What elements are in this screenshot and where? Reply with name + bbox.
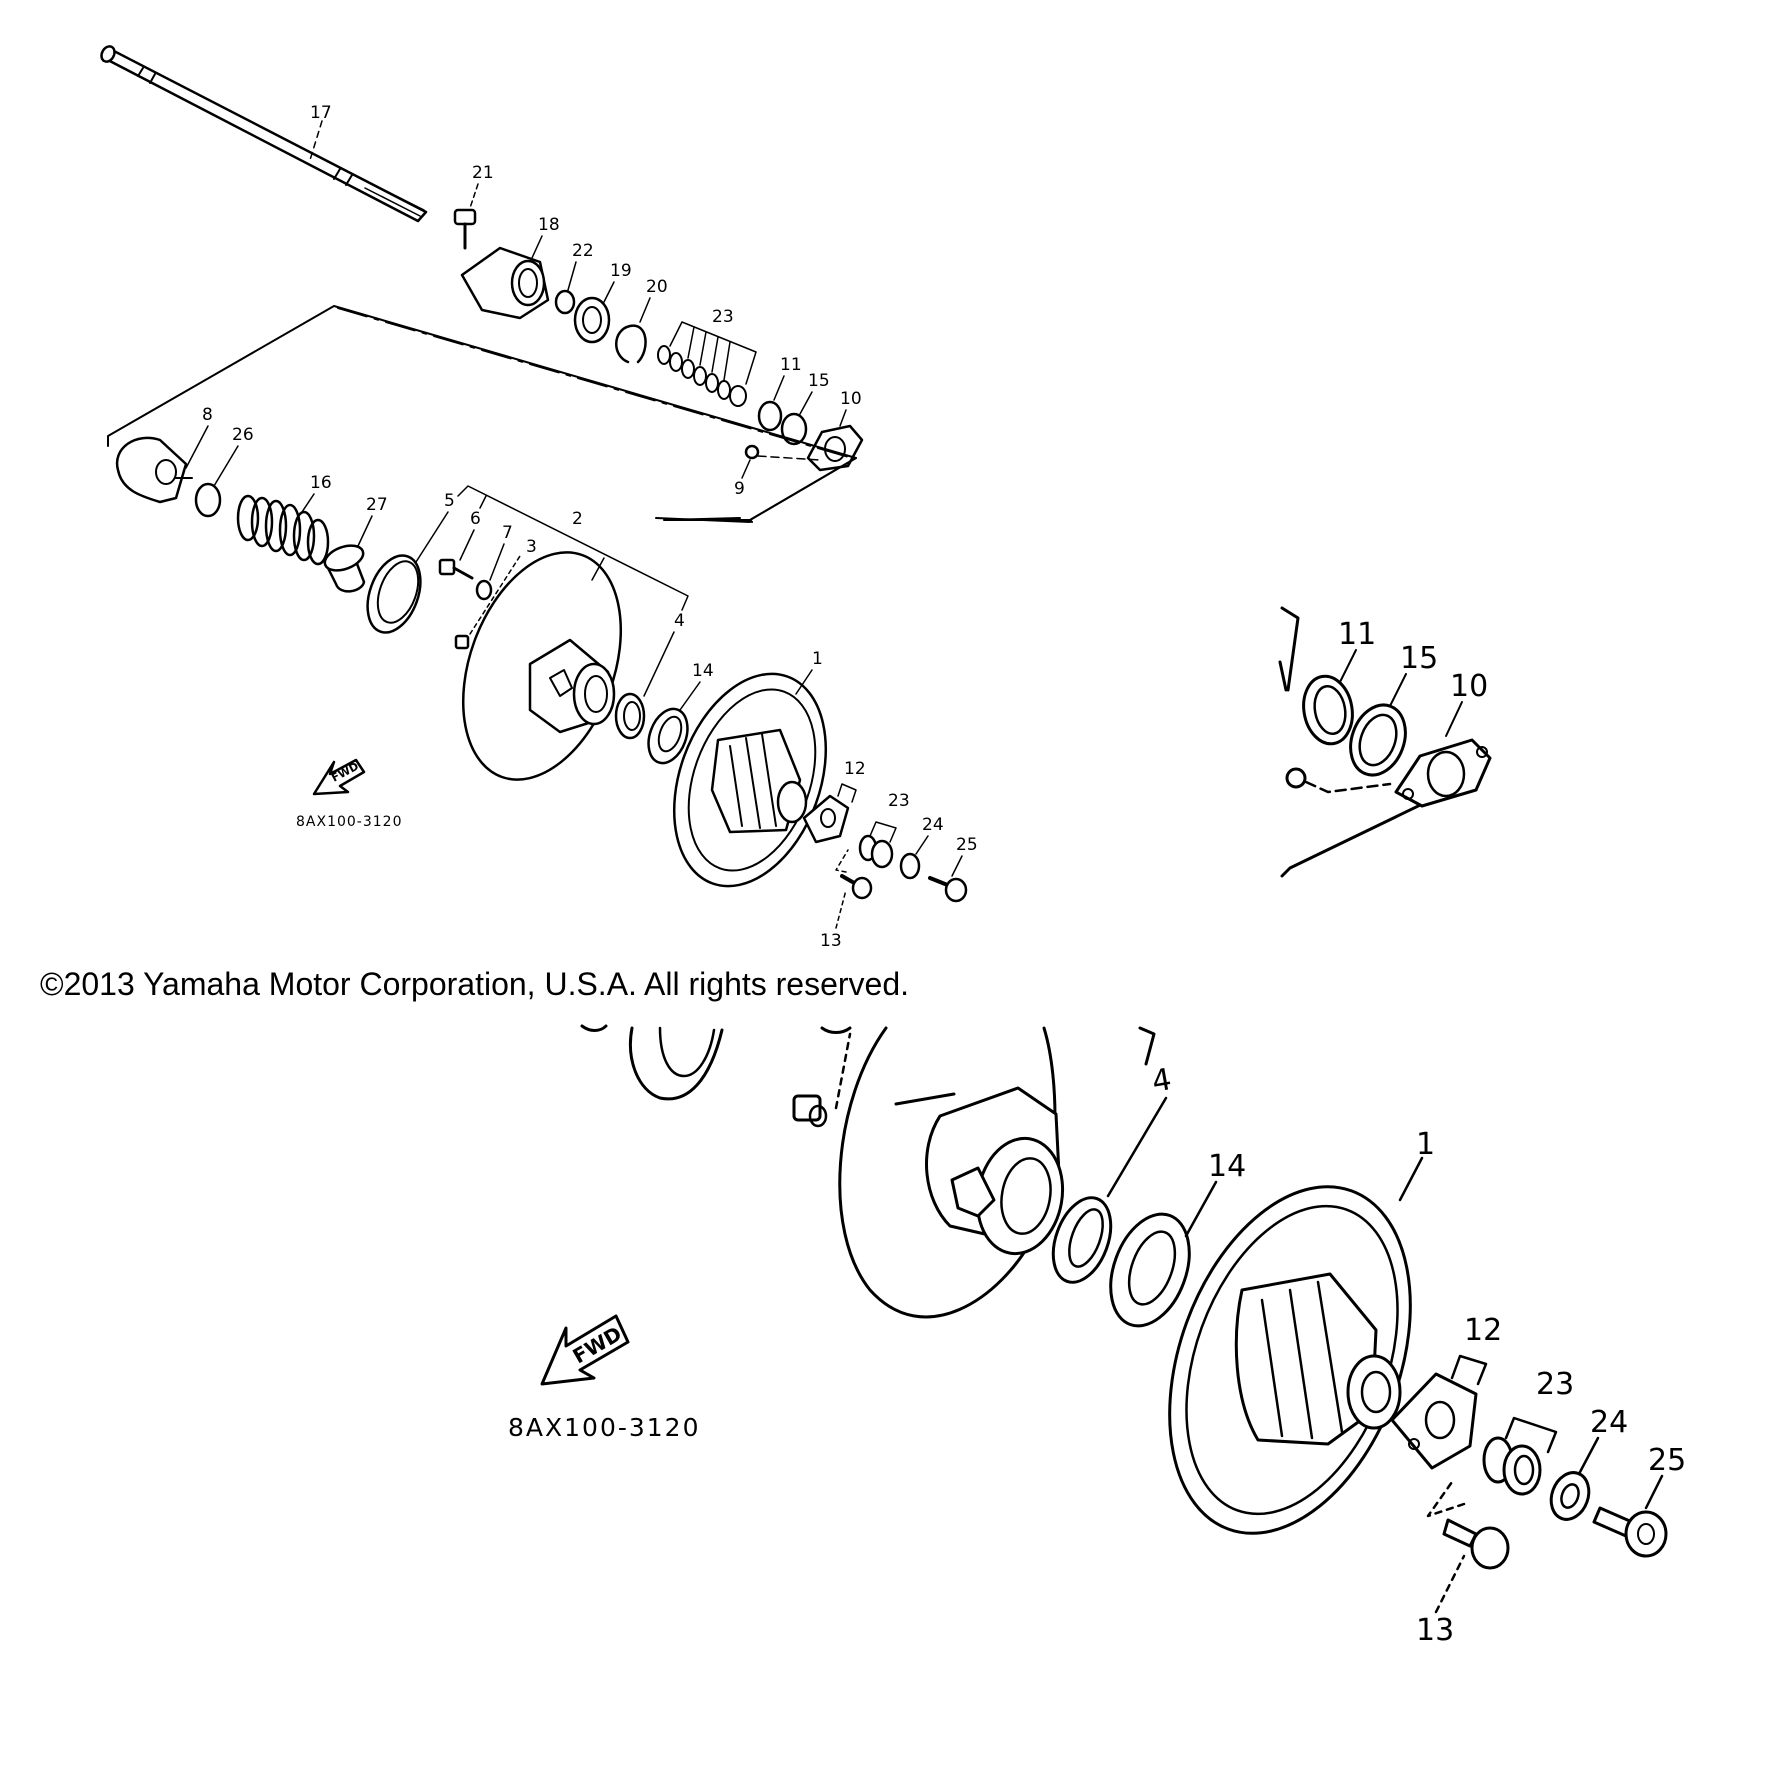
part-9-screw xyxy=(744,444,760,460)
copyright-notice: ©2013 Yamaha Motor Corporation, U.S.A. A… xyxy=(40,966,910,1002)
part-15-seal xyxy=(780,412,808,446)
callout-25: 25 xyxy=(956,835,978,855)
part-6-bolt xyxy=(438,558,474,580)
part-23-shims-bottom xyxy=(858,821,897,869)
part-21-bolt xyxy=(453,208,477,250)
callout-7: 7 xyxy=(502,523,513,543)
enlarged-callout-25: 25 xyxy=(1648,1443,1686,1478)
callout-8: 8 xyxy=(202,405,213,425)
callout-16: 16 xyxy=(310,473,332,493)
detail-part-11-ring xyxy=(1302,674,1354,746)
part-2-fixed-sheave xyxy=(461,551,623,781)
callout-15: 15 xyxy=(808,371,830,391)
enlarged-part-1-sliding-sheave xyxy=(1168,1185,1412,1535)
part-27-collar xyxy=(322,544,366,593)
enlarged-callout-13: 13 xyxy=(1416,1613,1454,1648)
callout-17: 17 xyxy=(310,103,332,123)
callout-24: 24 xyxy=(922,815,944,835)
callout-6: 6 xyxy=(470,509,481,529)
callout-19: 19 xyxy=(610,261,632,281)
callout-22: 22 xyxy=(572,241,594,261)
enlarged-part-23-shims xyxy=(1482,1416,1558,1496)
part-22-washer xyxy=(554,289,576,315)
enlarged-fwd-arrow-icon: FWD xyxy=(540,1314,630,1386)
enlarged-callout-1: 1 xyxy=(1416,1127,1435,1162)
callout-23-bottom: 23 xyxy=(888,791,910,811)
part-4-bushing xyxy=(614,692,646,740)
detail-part-10-cover xyxy=(1394,738,1492,808)
callout-4: 4 xyxy=(674,611,685,631)
detail-part-9-screw xyxy=(1285,767,1392,794)
enlarged-part-14-seal xyxy=(1109,1212,1191,1328)
enlarged-diagram-code: 8AX100-3120 xyxy=(508,1413,701,1442)
enlarged-part-5-ring xyxy=(628,1026,724,1101)
part-26-washer xyxy=(194,482,222,518)
detail-callout-10: 10 xyxy=(1450,669,1488,704)
callout-14: 14 xyxy=(692,661,714,681)
enlarged-callout-4: 4 xyxy=(1149,1062,1174,1100)
part-11-ring xyxy=(757,400,783,432)
callout-21: 21 xyxy=(472,163,494,183)
enlarged-part-12-bracket xyxy=(1390,1372,1478,1470)
callout-1: 1 xyxy=(812,649,823,669)
enlarged-part-24-washer xyxy=(1549,1471,1591,1521)
enlarged-callout-23: 23 xyxy=(1536,1367,1574,1402)
detail-callout-11: 11 xyxy=(1338,617,1376,652)
part-10-cover xyxy=(806,424,864,472)
part-17-shaft xyxy=(100,45,428,223)
part-24-washer xyxy=(899,852,921,880)
part-14-seal xyxy=(647,707,689,765)
fwd-arrow-icon: FWD xyxy=(312,758,366,796)
part-7-washer xyxy=(475,579,493,601)
callout-5: 5 xyxy=(444,491,455,511)
enlarged-callout-12: 12 xyxy=(1464,1313,1502,1348)
diagram-code: 8AX100-3120 xyxy=(296,814,402,830)
callout-18: 18 xyxy=(538,215,560,235)
part-3-pin xyxy=(454,555,521,650)
part-19-bearing xyxy=(573,296,611,344)
callout-12: 12 xyxy=(844,759,866,779)
callout-20: 20 xyxy=(646,277,668,297)
callout-13: 13 xyxy=(820,931,842,951)
enlarged-part-13-bolt xyxy=(1426,1480,1510,1570)
callout-23-top: 23 xyxy=(712,307,734,327)
part-25-bolt xyxy=(928,876,968,903)
callout-26: 26 xyxy=(232,425,254,445)
detail-callout-15: 15 xyxy=(1400,641,1438,676)
part-8-cam xyxy=(115,436,193,504)
callout-11: 11 xyxy=(780,355,802,375)
enlarged-part-2-fixed-sheave xyxy=(838,1026,1065,1319)
enlarged-part-4-bushing xyxy=(1051,1196,1113,1284)
enlarged-callout-14: 14 xyxy=(1208,1149,1246,1184)
enlarged-part-25-bolt xyxy=(1592,1506,1668,1558)
part-1-sliding-sheave xyxy=(672,672,828,888)
callout-2: 2 xyxy=(572,509,583,529)
part-23-shim-stack xyxy=(657,321,757,407)
detail-part-15-seal xyxy=(1349,703,1407,777)
callout-10: 10 xyxy=(840,389,862,409)
overview-diagram: 17 21 18 22 19 20 xyxy=(100,45,978,951)
part-20-circlip xyxy=(615,324,647,364)
enlarged-callout-24: 24 xyxy=(1590,1405,1628,1440)
part-12-bracket xyxy=(802,794,850,844)
enlarged-part-3-pin xyxy=(792,1094,828,1128)
enlarged-view: 4 14 1 12 xyxy=(508,1024,1686,1648)
callout-3: 3 xyxy=(526,537,537,557)
part-16-spring xyxy=(236,494,330,566)
detail-inset: 11 15 10 xyxy=(1278,606,1492,878)
part-13-bolt xyxy=(835,849,873,900)
part-18-housing xyxy=(460,246,550,320)
part-5-ring xyxy=(366,554,422,634)
callout-9: 9 xyxy=(734,479,745,499)
callout-27: 27 xyxy=(366,495,388,515)
